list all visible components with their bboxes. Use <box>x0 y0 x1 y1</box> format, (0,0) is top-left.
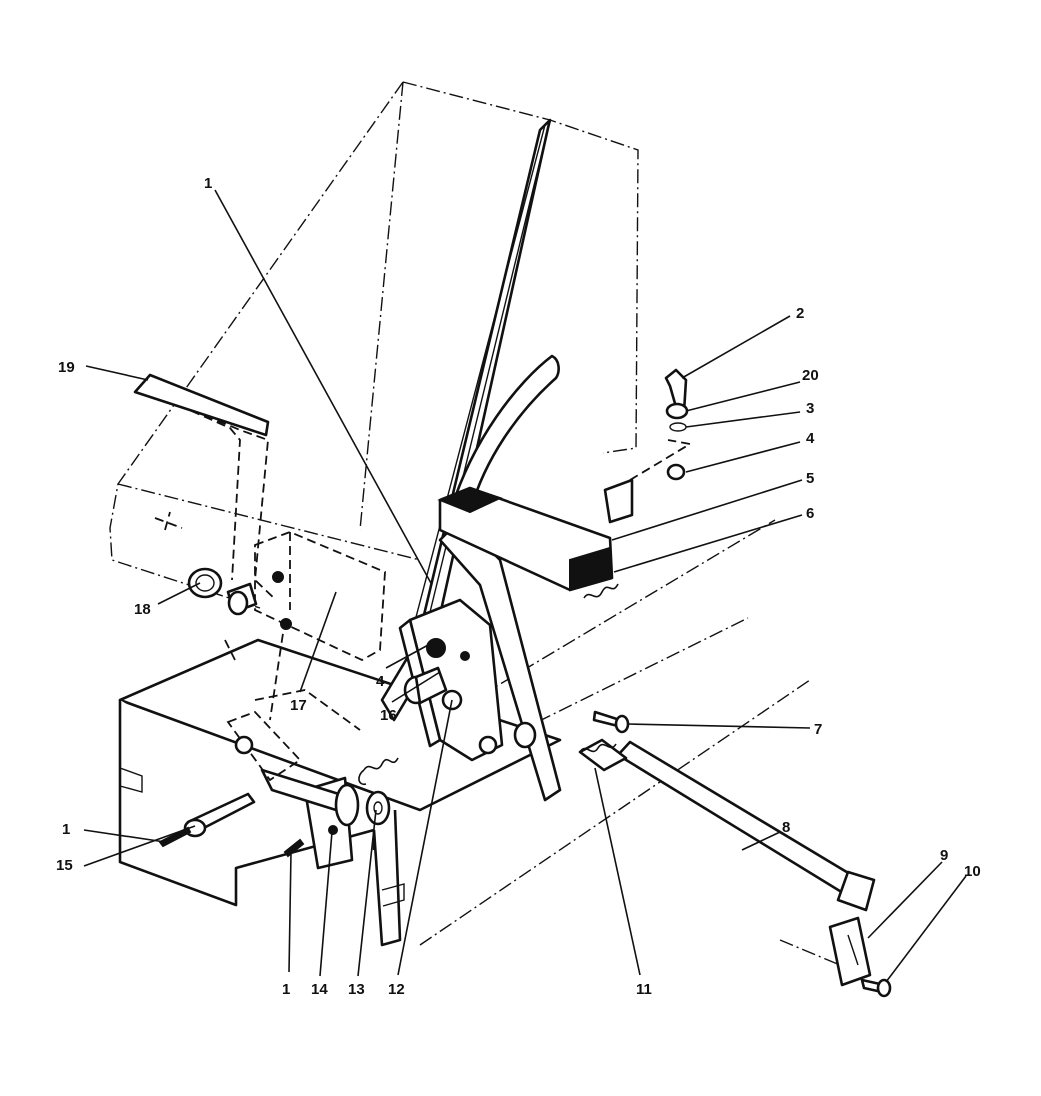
spacer-16 <box>414 666 448 705</box>
clip-9 <box>828 916 872 987</box>
pivot-tube-end <box>334 783 360 827</box>
hidden-linkage <box>224 619 361 731</box>
callout-1-left: 1 <box>62 821 70 838</box>
leader-7 <box>627 723 811 729</box>
washer-13 <box>365 790 391 826</box>
callout-11: 11 <box>636 981 652 998</box>
axle-inner-end <box>513 721 537 749</box>
screw-10-head <box>876 978 892 998</box>
axle-phantom-line <box>779 939 841 966</box>
bracket-hole-small <box>460 651 470 661</box>
housing-phantom-outline <box>109 81 639 609</box>
callout-3: 3 <box>806 400 814 417</box>
chute-panel-edge <box>409 124 549 646</box>
lever-19-tab <box>133 373 270 437</box>
leader-4-right <box>685 441 801 473</box>
bracket-hole-low <box>478 735 498 755</box>
clip-9-slot <box>847 934 859 966</box>
chute-panel <box>380 118 552 722</box>
callout-10: 10 <box>964 863 981 880</box>
callout-12: 12 <box>388 981 405 998</box>
crank-hole <box>328 825 338 835</box>
leader-13 <box>357 809 377 977</box>
leader-5 <box>611 479 803 541</box>
bushing-18-end <box>227 590 249 616</box>
leader-3 <box>685 411 801 428</box>
callout-2: 2 <box>796 305 804 322</box>
collar-11-coil <box>579 743 617 753</box>
callout-18: 18 <box>134 601 151 618</box>
spring-6 <box>583 583 619 599</box>
leader-12 <box>397 699 453 976</box>
mount-bracket-3 <box>603 478 634 524</box>
callout-5: 5 <box>806 470 814 487</box>
handle-curve <box>446 354 560 522</box>
left-bracket-plate <box>226 710 302 782</box>
callout-4-left: 4 <box>376 673 385 690</box>
leader-11 <box>594 767 641 976</box>
callout-6: 6 <box>806 505 814 522</box>
leader-17 <box>299 591 337 693</box>
frame-slot-front <box>381 883 405 907</box>
leader-15 <box>83 825 196 867</box>
mount-bracket-3-dash <box>629 439 693 481</box>
collar-11 <box>578 738 628 772</box>
axle-shaft-8 <box>616 740 862 898</box>
frame-front-flange <box>372 809 402 947</box>
screw-1-bottom <box>283 838 305 858</box>
callout-14: 14 <box>311 981 328 998</box>
leader-20 <box>685 381 801 412</box>
callout-17: 17 <box>290 697 307 714</box>
callout-13: 13 <box>348 981 365 998</box>
callout-15: 15 <box>56 857 73 874</box>
callout-19: 19 <box>58 359 75 376</box>
leader-8 <box>741 831 781 851</box>
callout-4-right: 4 <box>806 430 815 447</box>
nut-17-a <box>272 571 284 583</box>
nut-4 <box>666 463 686 481</box>
callout-16: 16 <box>380 707 397 724</box>
nut-17-b <box>280 618 292 630</box>
spring-18 <box>187 567 223 599</box>
callout-9: 9 <box>940 847 948 864</box>
leader-1-bottom <box>288 851 292 973</box>
handle-grip-top <box>437 486 503 514</box>
callout-1-top: 1 <box>204 175 212 192</box>
hidden-box-17 <box>254 531 386 662</box>
bracket-hole-top <box>426 638 446 658</box>
leader-16 <box>391 671 441 703</box>
hidden-bolt <box>154 511 183 531</box>
leader-18 <box>157 582 201 605</box>
leader-10 <box>885 875 967 983</box>
frame-base-plate <box>118 638 562 812</box>
leader-14 <box>319 831 333 977</box>
leader-6 <box>613 514 803 573</box>
callout-1-bottom: 1 <box>282 981 290 998</box>
callout-7: 7 <box>814 721 822 738</box>
frame-slot-left <box>119 767 143 793</box>
leader-2 <box>681 315 791 379</box>
callout-20: 20 <box>802 367 819 384</box>
lockwasher-3 <box>669 422 687 432</box>
bolt-7-head <box>614 714 630 734</box>
leader-9 <box>867 861 943 939</box>
axle-shaft-8-end <box>836 870 876 912</box>
handle-grip-end <box>569 546 614 592</box>
spring-small <box>363 757 399 771</box>
washer-20 <box>665 402 689 420</box>
spring-18-inner <box>195 574 215 592</box>
spring-hook <box>358 769 367 786</box>
leader-4-left <box>385 643 431 669</box>
washer-13-hole <box>373 801 383 815</box>
left-bracket-hole <box>234 735 254 755</box>
leader-1-left <box>83 829 166 843</box>
leader-19 <box>85 365 149 381</box>
callout-8: 8 <box>782 819 790 836</box>
leader-1-top <box>214 189 433 586</box>
